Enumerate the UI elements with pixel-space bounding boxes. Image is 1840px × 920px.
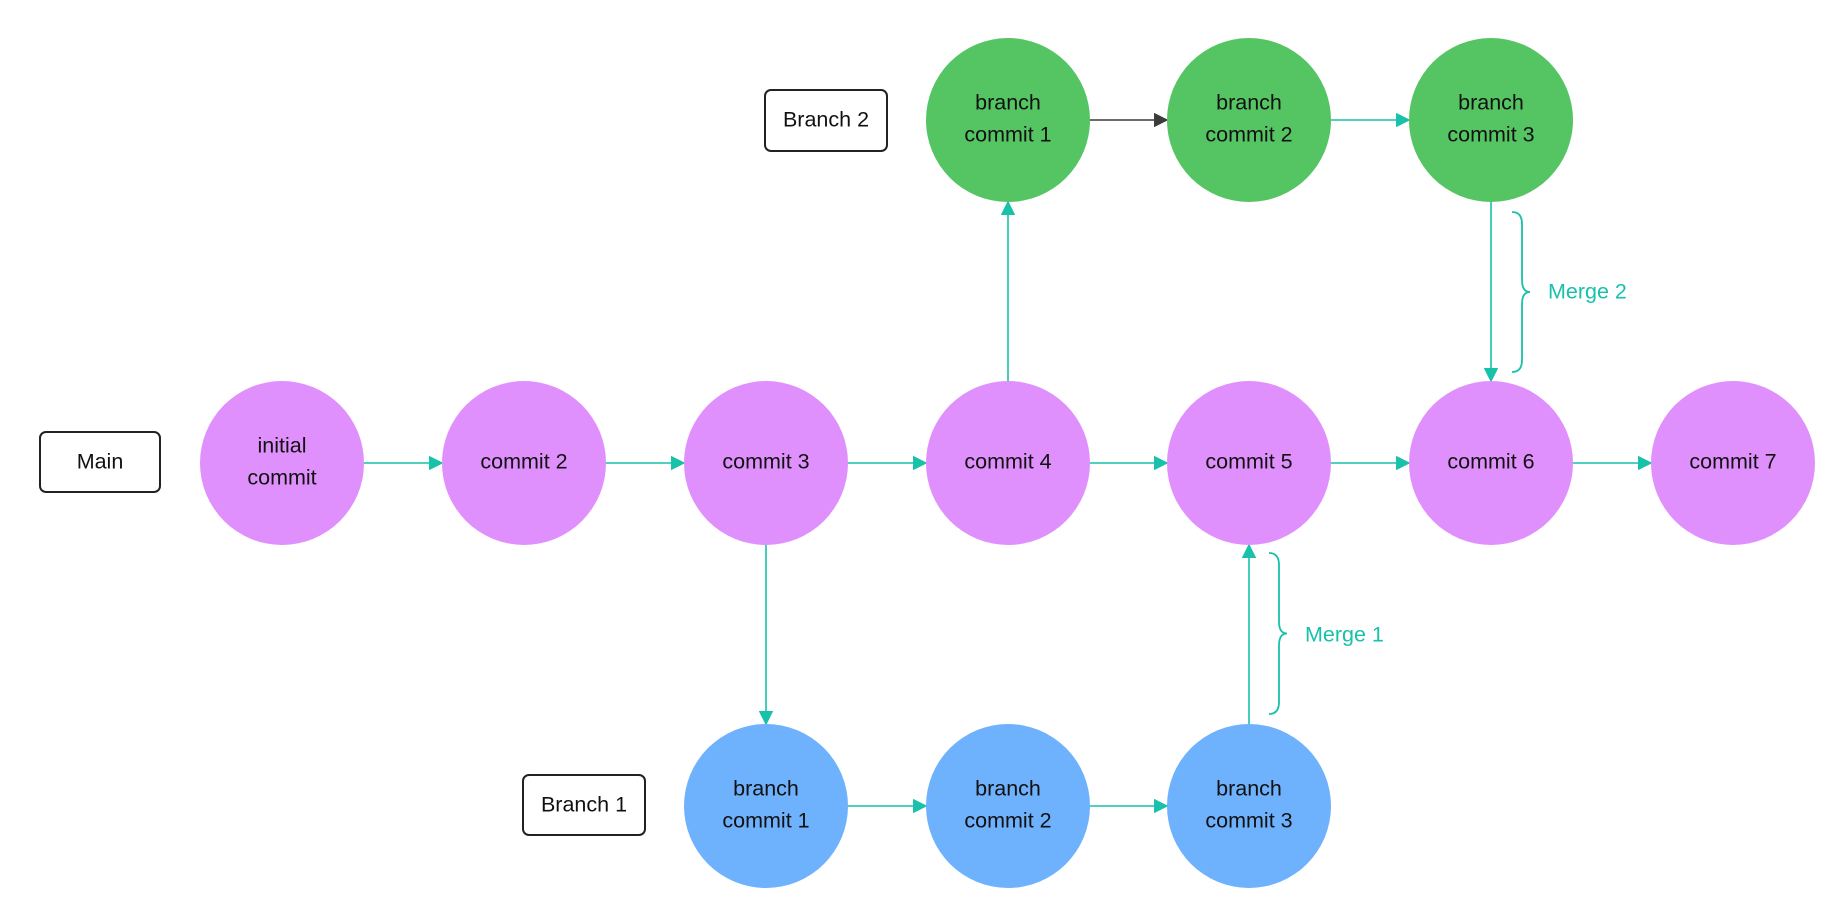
main-commit-7: commit 7 [1651,381,1815,545]
main-commit-2: commit 2 [442,381,606,545]
main-commit-1-label-line: initial [258,434,307,458]
branch1-commit-1: branch commit 1 [684,724,848,888]
branch1-commit-3: branch commit 3 [1167,724,1331,888]
branch2-label-box [764,89,888,152]
branch1-label-text: Branch 1 [541,793,627,817]
branch1-commit-2-circle [926,724,1090,888]
main-commit-1-label-line: commit [247,466,316,490]
branch2-commit-2-label-line: branch [1216,91,1282,115]
branch2-commit-2-label-line: commit 2 [1205,123,1292,147]
branch2-commit-1-circle [926,38,1090,202]
branch2-commit-1-label-line: commit 1 [964,123,1051,147]
branch1-label-box [522,774,646,836]
branch2-commit-1-label-line: branch [975,91,1041,115]
main-commit-1: initial commit [200,381,364,545]
main-commit-5-circle [1167,381,1331,545]
main-commit-6-label-line: commit 6 [1447,450,1534,474]
branch1-commit-1-circle [684,724,848,888]
main-commit-7-label-line: commit 7 [1689,450,1776,474]
main-commit-2-circle [442,381,606,545]
main-commit-4-label-line: commit 4 [964,450,1051,474]
branch1-commit-1-label-line: commit 1 [722,809,809,833]
main-commit-7-circle [1651,381,1815,545]
branch2-commit-2-circle [1167,38,1331,202]
main-label-text: Main [77,450,124,474]
branch1-commit-2-label-line: commit 2 [964,809,1051,833]
merge2-brace [1511,211,1531,373]
main-commit-5-label-line: commit 5 [1205,450,1292,474]
branch2-label: Branch 2 [764,89,888,152]
main-label-box [39,431,161,493]
main-label: Main [39,431,161,493]
branch2-commit-1: branch commit 1 [926,38,1090,202]
merge1-label: Merge 1 [1305,623,1384,647]
merge1-brace [1268,552,1288,715]
main-commit-3-circle [684,381,848,545]
main-commit-4: commit 4 [926,381,1090,545]
branch2-commit-3-label-line: branch [1458,91,1524,115]
main-commit-2-label-line: commit 2 [480,450,567,474]
nodes-layer: initial commit commit 2 commit 3 commit 4 com… [200,38,1815,888]
branch1-label: Branch 1 [522,774,646,836]
main-commit-6-circle [1409,381,1573,545]
branch1-commit-1-label-line: branch [733,777,799,801]
branch2-commit-3: branch commit 3 [1409,38,1573,202]
edges-layer [364,112,1653,814]
labels-layer: Main Branch 1 Branch 2 Merge 1 Merge 2 [39,89,1627,836]
branch1-commit-2: branch commit 2 [926,724,1090,888]
branch1-commit-3-label-line: branch [1216,777,1282,801]
main-commit-5: commit 5 [1167,381,1331,545]
braces-layer [1268,211,1531,715]
branch2-commit-3-circle [1409,38,1573,202]
branch2-label-text: Branch 2 [783,108,869,132]
branch2-commit-3-label-line: commit 3 [1447,123,1534,147]
main-commit-3: commit 3 [684,381,848,545]
branch2-commit-2: branch commit 2 [1167,38,1331,202]
branch1-commit-3-label-line: commit 3 [1205,809,1292,833]
branch1-commit-3-circle [1167,724,1331,888]
main-commit-1-circle [200,381,364,545]
branch1-commit-2-label-line: branch [975,777,1041,801]
main-commit-6: commit 6 [1409,381,1573,545]
main-commit-3-label-line: commit 3 [722,450,809,474]
merge2-label: Merge 2 [1548,280,1627,304]
main-commit-4-circle [926,381,1090,545]
